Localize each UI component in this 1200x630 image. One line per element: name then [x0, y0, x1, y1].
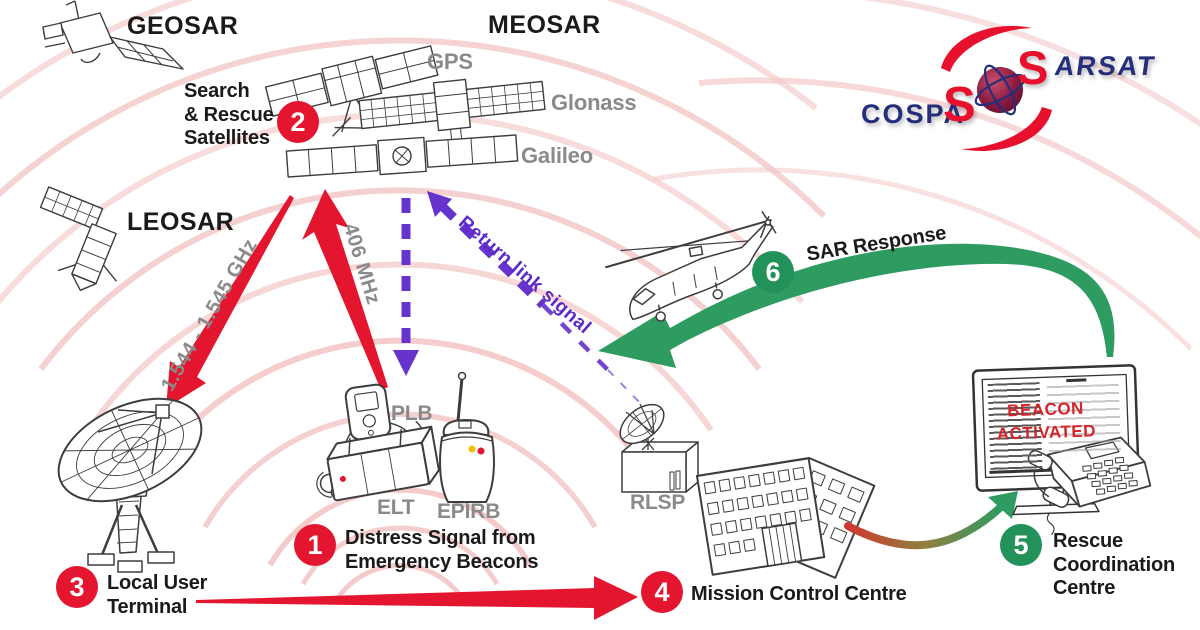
rlsp-station-drawing	[619, 403, 699, 493]
logo-globe-swoosh	[941, 25, 1052, 151]
galileo-satellite-drawing	[285, 134, 519, 178]
epirb-beacon-drawing	[439, 371, 495, 503]
return-link-arrowhead	[427, 191, 452, 217]
meosar-label: MEOSAR	[488, 11, 601, 39]
mcc-building-drawing	[696, 457, 876, 579]
leosar-label: LEOSAR	[127, 208, 235, 236]
step-1-label: Distress Signal from Emergency Beacons	[345, 527, 539, 573]
galileo-label: Galileo	[521, 143, 593, 168]
gps-satellite-drawing	[264, 45, 439, 137]
epirb-label: EPIRB	[437, 500, 501, 523]
beacon-activated-alert: BEACON ACTIVATED	[996, 398, 1097, 444]
logo-sarsat-s: S	[1017, 41, 1049, 94]
sar-response-arrow	[598, 243, 1115, 368]
lut-dish-drawing	[57, 397, 203, 573]
step-4-label: Mission Control Centre	[691, 583, 907, 605]
step-5-label: Rescue Coordination Centre	[1053, 530, 1176, 600]
elt-beacon-drawing	[316, 425, 440, 502]
elt-label: ELT	[377, 496, 415, 519]
glonass-label: Glonass	[551, 90, 637, 115]
step-2-badge: 2	[277, 101, 319, 143]
logo-cospas-s: S	[943, 78, 976, 132]
uplink-406-arrow	[302, 189, 388, 390]
mcc-to-rcc-arrow	[844, 491, 1018, 550]
downlink-arrow	[166, 195, 294, 408]
cospas-sarsat-logo: COSPA S S ARSAT	[855, 20, 1185, 165]
plb-label: PLB	[391, 402, 433, 425]
step-6-badge: 6	[752, 251, 794, 293]
red-arrows	[166, 189, 638, 620]
step-3-label: Local User Terminal	[107, 572, 208, 618]
logo-cospas-text: COSPA	[861, 99, 966, 129]
step-4-badge: 4	[641, 571, 683, 613]
gps-label: GPS	[427, 49, 473, 74]
plb-beacon-drawing	[337, 383, 424, 459]
step-5-badge: 5	[1000, 524, 1042, 566]
lut-to-mcc-arrow	[196, 576, 638, 620]
geosar-satellite-drawing	[42, 0, 184, 70]
leosar-satellite-drawing	[39, 186, 117, 292]
purple-links	[393, 191, 646, 409]
glonass-satellite-drawing	[358, 78, 546, 143]
step-1-badge: 1	[294, 524, 336, 566]
helicopter-drawing	[605, 210, 777, 322]
geosar-label: GEOSAR	[127, 12, 239, 40]
step-3-badge: 3	[56, 566, 98, 608]
logo-sarsat-text: ARSAT	[1052, 51, 1159, 81]
step-2-label: Search & Rescue Satellites	[184, 80, 274, 150]
rlsp-label: RLSP	[630, 491, 686, 514]
